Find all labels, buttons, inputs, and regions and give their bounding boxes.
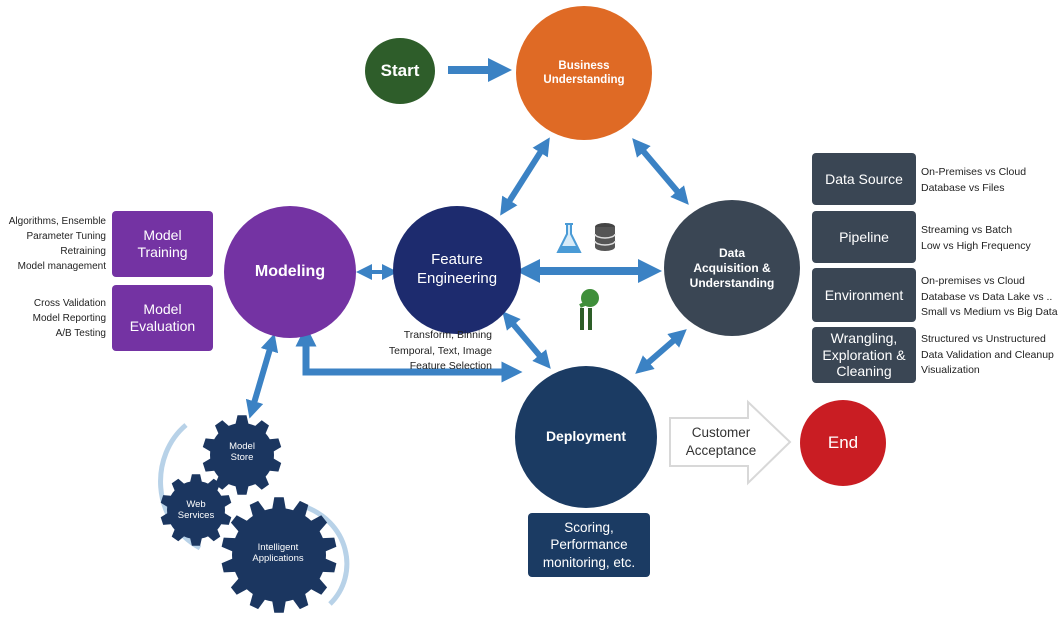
start-node: Start: [365, 38, 435, 104]
customer-acceptance-arrow: [669, 399, 792, 486]
data-source-box: Data Source: [812, 153, 916, 205]
wrangling-box: Wrangling, Exploration & Cleaning: [812, 327, 916, 383]
database-icon: [594, 223, 616, 251]
customer-acceptance-label: Customer Acceptance: [685, 425, 757, 459]
end-node: End: [800, 400, 886, 486]
model-training-notes: Algorithms, Ensemble Parameter Tuning Re…: [8, 216, 106, 272]
gear-label-web-services: Web Services: [177, 499, 215, 521]
pipeline-notes: Streaming vs Batch Low vs High Frequency: [921, 224, 1031, 252]
data-acquisition-node: Data Acquisition & Understanding: [664, 200, 800, 336]
gear-model-store: [202, 415, 282, 495]
cycle-arrow-right: [299, 502, 350, 606]
tree-icon: [579, 289, 599, 330]
modeling-node: Modeling: [224, 206, 356, 338]
model-evaluation-box: Model Evaluation: [112, 285, 213, 351]
feature-engineering-node: Feature Engineering: [393, 206, 521, 334]
deployment-node: Deployment: [515, 366, 657, 508]
data-source-notes: On-Premises vs Cloud Database vs Files: [921, 166, 1027, 194]
flask-icon: [556, 223, 582, 253]
feature-engineering-notes: Transform, Binning Temporal, Text, Image…: [388, 329, 492, 372]
pipeline-box: Pipeline: [812, 211, 916, 263]
wrangling-notes: Structured vs Unstructured Data Validati…: [921, 333, 1054, 376]
arrow-data-deployment: [635, 329, 687, 374]
gear-label-model-store: Model Store: [229, 441, 255, 463]
environment-notes: On-premises vs Cloud Database vs Data La…: [921, 275, 1058, 318]
environment-box: Environment: [812, 268, 916, 322]
gear-intelligent-applications: [221, 497, 337, 613]
arrow-business-data: [632, 138, 689, 205]
scoring-performance-box: Scoring, Performance monitoring, etc.: [528, 513, 650, 577]
model-evaluation-notes: Cross Validation Model Reporting A/B Tes…: [32, 298, 106, 339]
arrow-feature-deployment: [502, 311, 551, 369]
gear-label-intelligent-applications: Intelligent Applications: [252, 542, 304, 564]
arrow-business-feature: [500, 137, 550, 216]
business-understanding-node: Business Understanding: [516, 6, 652, 140]
gear-web-services: [160, 474, 232, 546]
arrow-modeling-gears: [245, 333, 279, 419]
model-training-box: Model Training: [112, 211, 213, 277]
arrow-modeling-deployment: [295, 325, 523, 383]
